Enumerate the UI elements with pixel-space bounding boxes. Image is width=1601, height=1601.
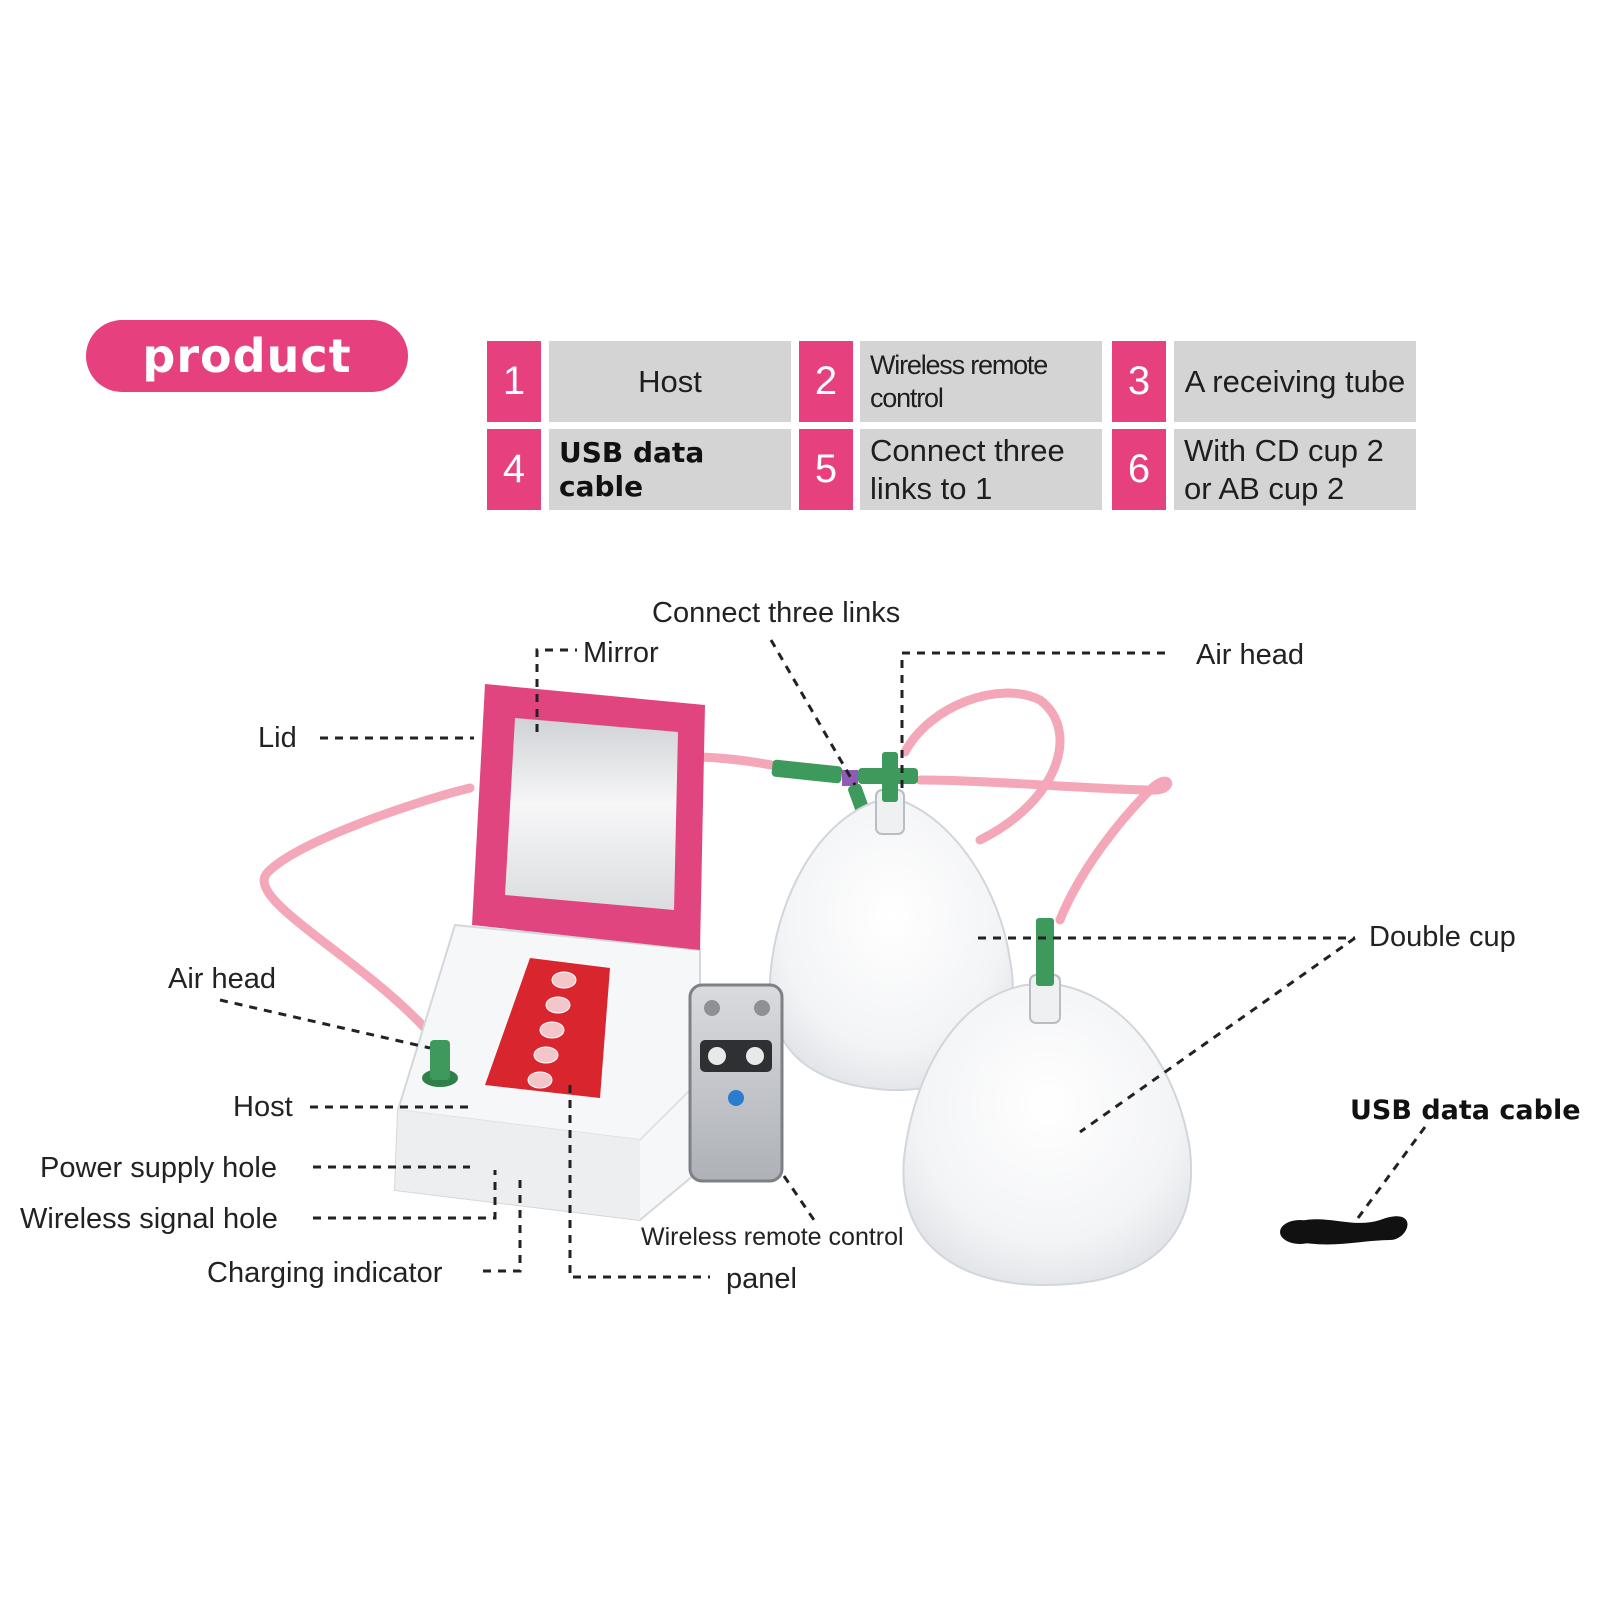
callout-wireless-signal-hole: Wireless signal hole [20, 1203, 278, 1235]
table-label-cups: With CD cup 2 or AB cup 2 [1174, 429, 1416, 510]
callout-air-head-top: Air head [1196, 639, 1305, 671]
callout-charging-indicator: Charging indicator [207, 1257, 443, 1289]
table-number-3: 3 [1112, 341, 1166, 422]
callout-wireless-remote-control: Wireless remote control [641, 1223, 904, 1251]
callout-panel: panel [726, 1263, 797, 1295]
callout-double-cup: Double cup [1369, 921, 1516, 953]
receiving-tube [259, 688, 1173, 1050]
table-number-2: 2 [799, 341, 853, 422]
callout-usb-data-cable: USB data cable [1350, 1095, 1581, 1126]
table-number-5: 5 [799, 429, 853, 510]
remote-control [688, 983, 784, 1183]
callout-lid: Lid [258, 722, 297, 754]
product-mix-badge: product mix [86, 320, 408, 455]
callout-connect-three-links: Connect three links [652, 597, 901, 629]
leader-lines [219, 639, 1427, 1279]
usb-cable [1280, 1216, 1408, 1245]
callout-power-supply-hole: Power supply hole [40, 1152, 277, 1184]
front-cup [902, 918, 1193, 1287]
table-label-usb-cable: USB data cable [549, 429, 791, 510]
back-cup [768, 752, 1014, 1092]
table-number-4: 4 [487, 429, 541, 510]
table-label-receiving-tube: A receiving tube [1174, 341, 1416, 422]
host-device [393, 684, 705, 1222]
panel-buttons [527, 971, 577, 1089]
callout-host: Host [233, 1091, 293, 1123]
callout-mirror: Mirror [583, 637, 659, 669]
callout-air-head-left: Air head [168, 963, 277, 995]
table-label-wireless-remote: Wireless remote control [860, 341, 1102, 422]
table-number-6: 6 [1112, 429, 1166, 510]
table-label-connect-links: Connect three links to 1 [860, 429, 1102, 510]
table-label-host: Host [549, 341, 791, 422]
table-number-1: 1 [487, 341, 541, 422]
